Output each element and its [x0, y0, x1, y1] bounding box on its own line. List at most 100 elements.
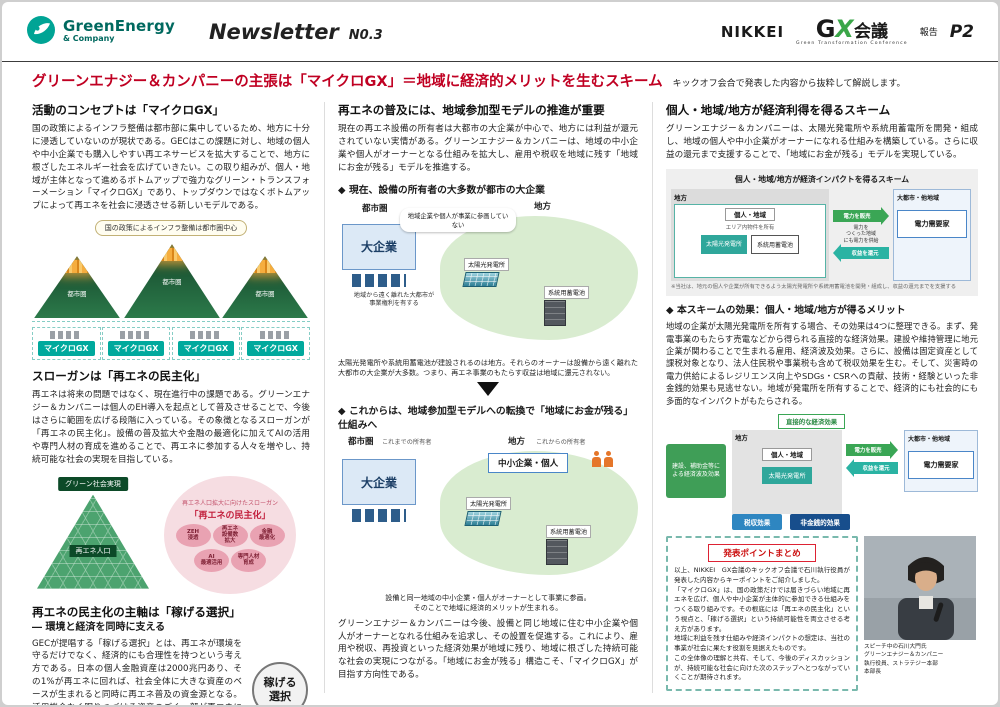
individual-region-note: エリア内物件を所有: [725, 224, 775, 231]
summary-body: 以上、NIKKEI GX会議のキックオフ会議で石川執行役員が発表した内容からキー…: [674, 566, 850, 682]
microgx-unit: マイクロGX: [101, 327, 171, 361]
buildings-icon: [50, 331, 83, 340]
big-company-box: 大企業: [342, 459, 416, 506]
effects-city-panel: 大都市・他地域 電力需要家: [904, 430, 978, 493]
city-glow-icon: [250, 260, 280, 274]
headline-note: キックオフ会合で発表した内容から抜粋して解説します。: [672, 79, 906, 89]
col2-intro: 現在の再エネ設備の所有者は大都市の大企業が中心で、地方には利益が還元されていない…: [338, 124, 638, 173]
col2-subhead-current: ◆ 現在、設備の所有者の大多数が都市の大企業: [338, 184, 545, 196]
mountain-icon: 都市圏: [222, 256, 308, 319]
triangle-tag: 再エネ人口: [69, 544, 117, 557]
speaker-photo-block: スピーチ中の石川大門氏 グリーンエナジー＆カンパニー 執行役員、ストラテジー本部…: [864, 536, 976, 691]
region-note-rural: これからの所有者: [536, 439, 586, 447]
power-consumer-box: 電力需要家: [908, 451, 974, 480]
solar-panel-icon: [462, 271, 500, 287]
effects-scheme: 直接的な経済効果 建設、補助金等による経済波及効果 地方 個人・地域 太陽光発電…: [666, 414, 978, 531]
battery-box: 系統用蓄電池: [751, 234, 800, 254]
effects-bottom-row: 税収効果 非金銭的効果: [732, 514, 850, 531]
battery-label: 系統用蓄電池: [544, 285, 590, 299]
battery-label: 系統用蓄電池: [546, 525, 592, 539]
effects-region-label: 地方: [735, 434, 748, 443]
scheme-inner-panel: 個人・地域 エリア内物件を所有 太陽光発電所 系統用蓄電池: [674, 203, 826, 278]
microgx-tag: マイクロGX: [107, 341, 165, 357]
microgx-box-row: マイクロGX マイクロGX マイクロGX マイクロGX: [32, 321, 310, 361]
fig1-scene: 都市圏 都市圏 都市圏: [32, 238, 310, 319]
microgx-tag: マイクロGX: [247, 341, 304, 357]
speaker-photo: [864, 536, 976, 641]
newsletter-title-block: Newsletter N0.3: [209, 20, 383, 44]
col2-subhead-future: ◆ これからは、地域参加型モデルへの転換で「地域にお金が残る」仕組みへ: [338, 406, 634, 432]
mountain-icon: 都市圏: [124, 244, 220, 319]
battery-facility: 系統用蓄電池: [546, 525, 592, 566]
population-triangle: グリーン社会実現 再エネ人口: [32, 476, 154, 593]
report-label: 報告: [919, 28, 938, 39]
triangle-icon: [37, 494, 149, 589]
gx-logo-x-icon: X: [832, 14, 857, 43]
region-note-city: これまでの所有者: [382, 439, 432, 447]
slogan-bubble: AI 最適活用: [194, 548, 229, 572]
newsletter-title: Newsletter: [208, 19, 339, 44]
local-owner-box: 中小企業・個人: [488, 453, 569, 474]
scheme-caption: ※当社は、地元の個人や企業が所有できるよう太陽光発電所や系統用蓄電池を開発・組成…: [671, 283, 957, 290]
sell-power-arrow: 電力を販売: [846, 441, 898, 460]
microgx-tag: マイクロGX: [177, 341, 235, 357]
gx-logo-kaigi: 会議: [853, 21, 888, 42]
col3-effects-body: 地域の企業が太陽光発電所を所有する場合、その効果は4つに整理できる。まず、発電事…: [666, 321, 978, 406]
big-company-box: 大企業: [342, 223, 416, 270]
microgx-unit: マイクロGX: [171, 327, 241, 361]
section3-body-wrap: 稼げる 選択 GECが提唱する「稼げる選択」とは、再エネが環境を守るだけでなく、…: [32, 638, 310, 705]
header: GreenEnergy & Company Newsletter N0.3 NI…: [2, 2, 998, 62]
solar-plant-box: 太陽光発電所: [700, 234, 747, 254]
column-left: 活動のコンセプトは「マイクロGX」 国の政策によるインフラ整備は都市部に集中して…: [32, 102, 310, 705]
buildings-icon: [259, 331, 292, 340]
solar-label: 太陽光発電所: [466, 497, 512, 511]
scheme-title: 個人・地域/地方が経済インパクトを得るスキーム: [734, 174, 910, 184]
section2-title: スローガンは「再エネの民主化」: [32, 369, 206, 384]
slogan-bubble: ZEH 浸透: [175, 523, 211, 547]
gx-logo-g: G: [815, 14, 836, 43]
city-label: 都市圏: [255, 290, 275, 299]
brand-logo-icon: [26, 15, 56, 49]
slogan-bubble: 専門人材 育成: [231, 548, 266, 572]
scheme-city-panel: 大都市・他地域 電力需要家: [893, 188, 971, 281]
battery-cabinet-icon: [546, 539, 568, 566]
solar-panel-icon: [464, 511, 502, 527]
column-right: 個人・地域/地方が経済利得を得るスキーム グリーンエナジー＆カンパニーは、太陽光…: [666, 102, 978, 692]
gx-conference-logo: G X 会議 Green Transformation Conference: [796, 14, 908, 47]
spillover-effect-box: 建設、補助金等による経済波及効果: [666, 444, 726, 499]
battery-cabinet-icon: [544, 299, 566, 326]
mountain-icon: 都市圏: [34, 256, 120, 319]
speaker-silhouette-icon: [864, 536, 976, 641]
speaker-caption: スピーチ中の石川大門氏 グリーンエナジー＆カンパニー 執行役員、ストラテジー本部…: [864, 644, 944, 675]
diagram2-caption: 設備と同一地域の中小企業・個人がオーナーとして事業に参画。 そのことで地域に経済…: [385, 593, 591, 613]
facility-row: 太陽光発電所 系統用蓄電池: [700, 234, 800, 254]
supply-note: 電力を つくった地域 にも電力を供給: [843, 224, 879, 244]
nonmonetary-effect-badge: 非金銭的効果: [790, 514, 850, 531]
tax-effect-badge: 税収効果: [732, 514, 783, 531]
scheme-rural-panel: 地方 個人・地域 エリア内物件を所有 太陽光発電所 系統用蓄電池: [671, 188, 829, 281]
slogan-text: 「再エネの民主化」: [189, 510, 271, 521]
microgx-tag: マイクロGX: [38, 341, 95, 357]
page-number: P2: [949, 21, 974, 42]
individual-region-box: 個人・地域: [725, 207, 775, 221]
slogan-circle: 再エネ人口拡大に向けたスローガン 「再エネの民主化」 ZEH 浸透 再エネ 設備…: [164, 475, 296, 594]
headline-title: グリーンエナジー＆カンパニーの主張は「マイクロGX」＝地域に経済的メリットを生む…: [32, 74, 663, 90]
fig1-banner: 国の政策によるインフラ整備は都市圏中心: [94, 220, 248, 237]
buildings-icon: [120, 331, 153, 340]
section3-title: 再エネの民主化の主軸は「稼げる選択」: [32, 604, 241, 619]
slogan-bubble: 再エネ 設備数 拡大: [212, 523, 248, 547]
section2-body: 再エネは将来の問題ではなく、現在進行中の課題である。グリーンエナジー＆カンパニー…: [32, 390, 310, 465]
column-divider-1: [324, 102, 325, 693]
city-glow-icon: [62, 260, 92, 274]
people-icons: [592, 451, 613, 468]
future-ownership-diagram: 都市圏 これまでの所有者 地方 これからの所有者 大企業 中小企業・個人 太陽光…: [338, 435, 638, 591]
brand-subname: & Company: [63, 34, 115, 44]
gx-logo-row: G X 会議: [815, 14, 888, 43]
return-profit-arrow: 収益を還元: [846, 459, 898, 478]
down-arrow-icon: [477, 382, 499, 397]
power-consumer-box: 電力需要家: [897, 209, 967, 238]
headline: グリーンエナジー＆カンパニーの主張は「マイクロGX」＝地域に経済的メリットを生む…: [32, 70, 978, 91]
nikkei-logo: NIKKEI: [720, 22, 785, 41]
city-label: 都市圏: [162, 278, 182, 287]
